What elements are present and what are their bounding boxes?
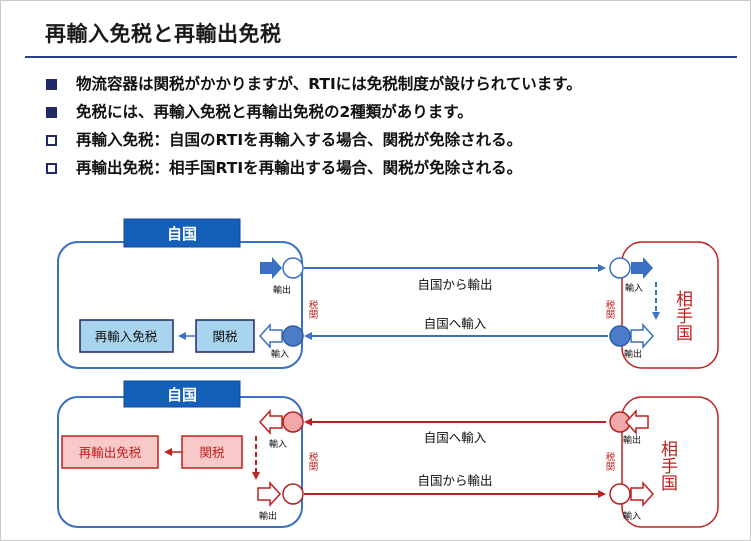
bullet-item: 再輸入免税：自国のRTIを再輸入する場合、関税が免除される。 <box>40 126 582 154</box>
partner-export-caption: 輸出 <box>623 434 641 446</box>
reimport-exemption-label: 再輸入免税 <box>95 329 158 344</box>
home-export-arrow-icon <box>260 257 282 279</box>
home-export-caption: 輸出 <box>273 284 291 296</box>
partner-import-caption: 輸入 <box>623 510 641 522</box>
bullet-item: 免税には、再輸入免税と再輸出免税の2種類があります。 <box>40 98 582 126</box>
home-import-arrow-icon <box>258 323 283 349</box>
partner-import-arrow-icon <box>631 257 653 279</box>
export-line-label: 自国から輸出 <box>417 473 492 488</box>
filled-square-icon <box>46 107 57 118</box>
home-export-arrow-icon <box>257 481 282 507</box>
duty-box <box>195 319 255 353</box>
partner-import-arrow-icon <box>630 481 655 507</box>
bullet-item: 再輸出免税：相手国RTIを再輸出する場合、関税が免除される。 <box>40 154 582 182</box>
home-import-arrow-icon <box>258 409 283 435</box>
partner-export-arrow-icon <box>624 409 649 435</box>
partner-import-node <box>609 483 631 505</box>
partner-export-arrow-icon <box>630 323 655 349</box>
home-import-node <box>282 325 304 347</box>
export-line-label: 自国から輸出 <box>417 277 492 292</box>
filled-square-icon <box>46 79 57 90</box>
home-customs-label: 税関 <box>307 299 319 320</box>
partner-import-caption: 輸入 <box>625 282 643 294</box>
duty-box-label: 関税 <box>212 329 238 344</box>
partner-export-node <box>609 325 631 347</box>
reexport-exemption-label: 再輸出免税 <box>79 445 142 460</box>
reimport-diagram: 自国 自国から輸出 自国へ輸入 輸出 輸入 輸入 輸出 税関 税関 相手国 関税… <box>57 218 719 369</box>
home-export-node <box>282 483 304 505</box>
hollow-square-icon <box>46 163 57 174</box>
partner-country-label: 相手国 <box>672 290 693 341</box>
home-customs-label: 税関 <box>307 451 319 472</box>
bullet-text: 免税には、再輸入免税と再輸出免税の2種類があります。 <box>76 103 473 121</box>
partner-customs-label: 税関 <box>604 451 616 472</box>
hollow-square-icon <box>46 135 57 146</box>
import-line-label: 自国へ輸入 <box>424 430 487 445</box>
title-underline <box>25 56 737 58</box>
bullet-text: 再輸入免税：自国のRTIを再輸入する場合、関税が免除される。 <box>76 131 523 149</box>
bullet-text: 物流容器は関税がかかりますが、RTIには免税制度が設けられています。 <box>76 75 582 93</box>
reexport-diagram: 自国 自国へ輸入 自国から輸出 輸入 輸出 輸出 輸入 税関 税関 相手国 関税… <box>57 380 719 528</box>
partner-country-label: 相手国 <box>657 440 678 491</box>
bullet-list: 物流容器は関税がかかりますが、RTIには免税制度が設けられています。 免税には、… <box>40 70 582 182</box>
home-export-node <box>282 257 304 279</box>
home-country-label: 自国 <box>167 386 197 404</box>
bullet-item: 物流容器は関税がかかりますが、RTIには免税制度が設けられています。 <box>40 70 582 98</box>
duty-box <box>181 435 243 469</box>
home-export-caption: 輸出 <box>259 510 277 522</box>
bullet-text: 再輸出免税：相手国RTIを再輸出する場合、関税が免除される。 <box>76 159 523 177</box>
import-line-label: 自国へ輸入 <box>424 316 487 331</box>
reexport-exemption-box <box>61 435 159 469</box>
partner-export-caption: 輸出 <box>624 348 642 360</box>
home-import-node <box>282 411 304 433</box>
home-country-label-box <box>123 218 241 248</box>
partner-import-node <box>609 257 631 279</box>
home-country-label-box <box>123 380 241 408</box>
reimport-exemption-box <box>79 319 174 353</box>
home-country-label: 自国 <box>167 225 197 243</box>
home-import-caption: 輸入 <box>269 438 287 450</box>
duty-box-label: 関税 <box>199 445 225 460</box>
partner-customs-label: 税関 <box>604 299 616 320</box>
slide-title: 再輸入免税と再輸出免税 <box>45 22 282 46</box>
home-import-caption: 輸入 <box>271 348 289 360</box>
